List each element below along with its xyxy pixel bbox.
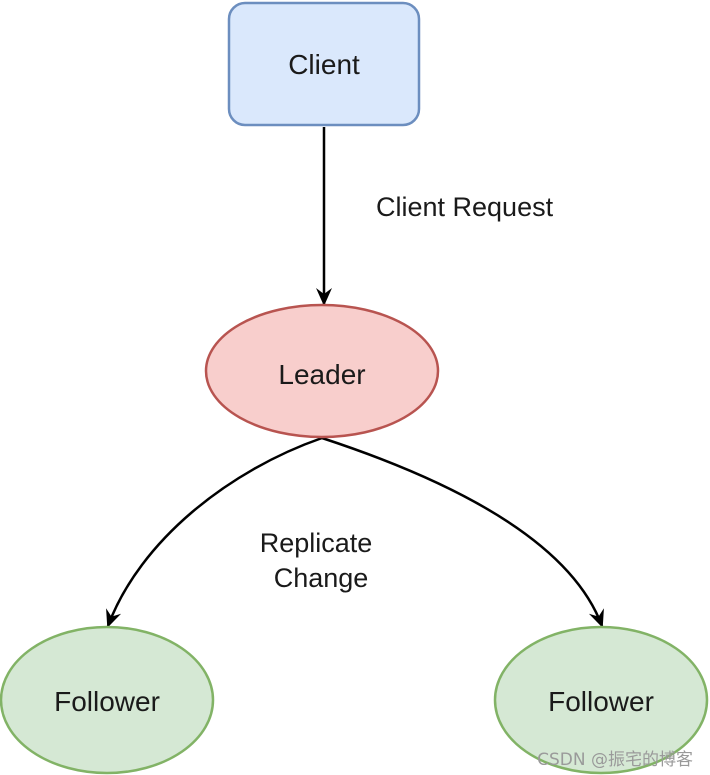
node-client: Client <box>227 1 421 127</box>
node-leader-label: Leader <box>278 359 365 390</box>
edge-leader-to-follower-left-curve <box>106 436 323 628</box>
node-leader: Leader <box>204 303 440 439</box>
node-follower-left: Follower <box>0 625 215 775</box>
edge-leader-to-follower-right <box>321 436 604 628</box>
edge-leader-to-follower-left <box>106 436 323 628</box>
edge-label-client-request: Client Request <box>376 192 554 222</box>
node-follower-left-ellipse <box>0 625 215 775</box>
edge-leader-to-follower-right-curve <box>321 436 604 628</box>
node-client-box <box>227 1 421 127</box>
node-follower-right: Follower <box>493 625 709 775</box>
node-leader-ellipse <box>204 303 440 439</box>
edge-label-replicate: Replicate <box>260 528 373 558</box>
node-follower-right-ellipse <box>493 625 709 775</box>
node-follower-left-label: Follower <box>54 686 160 717</box>
watermark-text: CSDN @振宅的博客 <box>537 750 693 770</box>
node-follower-right-label: Follower <box>548 686 654 717</box>
node-client-label: Client <box>288 49 360 80</box>
edge-label-change: Change <box>274 563 369 593</box>
